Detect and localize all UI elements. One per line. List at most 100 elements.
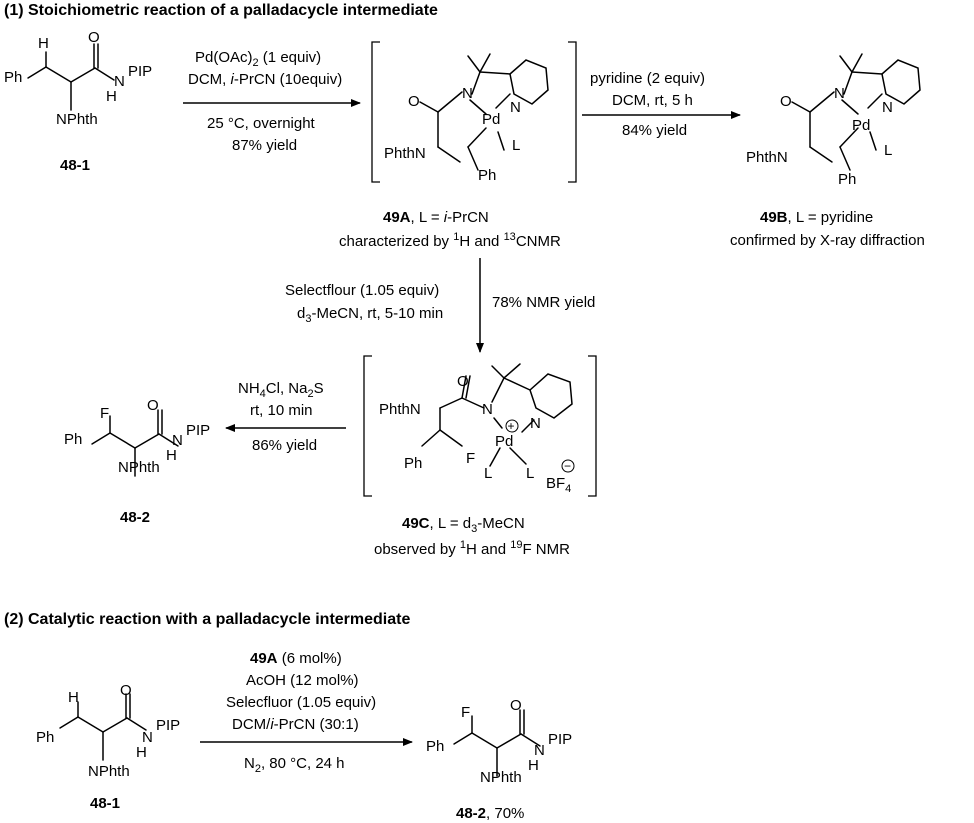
atom-label: Ph (64, 431, 82, 448)
step2-conditions-text: DCM, rt, 5 h (612, 92, 693, 109)
step1-conditions: Pd(OAc)2 (1 equiv) DCM, i-PrCN (10equiv)… (188, 49, 342, 154)
compound-label: 48-1 (90, 795, 120, 812)
step1-solvent-post: -PrCN (10equiv) (234, 71, 342, 88)
compound-label: 49B (760, 209, 788, 226)
atom-label: Ph (838, 171, 856, 188)
note-pre: characterized by (339, 233, 453, 250)
cond5-post: , 80 °C, 24 h (261, 755, 345, 772)
svg-text:49A, L = i-PrCN: 49A, L = i-PrCN (383, 209, 489, 226)
step1-solvent-it: i (231, 71, 235, 88)
ligand: , L = pyridine (788, 209, 874, 226)
step4-yield: 86% yield (252, 437, 317, 454)
ligand-it: i (444, 209, 448, 226)
atom-label: NPhth (88, 763, 130, 780)
svg-text:48-2, 70%: 48-2, 70% (456, 805, 524, 822)
compound-label: 48-2 (456, 805, 486, 822)
atom-label: H (528, 757, 539, 774)
atom-label: H (68, 689, 79, 706)
compound-48-1-bottom: H Ph O N H PIP NPhth 48-1 (36, 682, 180, 812)
sup: 13 (504, 231, 516, 243)
compound-label: 49C (402, 515, 430, 532)
step3-solvent-pre: d (297, 305, 305, 322)
atom-label: PhthN (384, 145, 426, 162)
ligand-pre: , L = (411, 209, 444, 226)
cond1-bold: 49A (250, 650, 278, 667)
atom-label: PIP (156, 717, 180, 734)
atom-label: Ph (4, 69, 22, 86)
atom-label: O (510, 697, 522, 714)
part2-title: (2) Catalytic reaction with a palladacyc… (4, 611, 410, 628)
compound-48-1: H Ph O N H PIP NPhth 48-1 (4, 29, 152, 174)
compound-49B: O N N Pd L PhthN Ph 49B, L = pyridine co… (730, 53, 925, 249)
step4-b-sub: 2 (307, 388, 313, 400)
note-post: CNMR (516, 233, 561, 250)
atom-label: Ph (404, 455, 422, 472)
svg-text:49A (6 mol%): 49A (6 mol%) (250, 650, 342, 667)
atom-label: L (526, 465, 534, 482)
svg-text:Pd(OAc)2 (1 equiv): Pd(OAc)2 (1 equiv) (195, 49, 321, 69)
atom-label: N (882, 99, 893, 116)
bracket-left (363, 355, 372, 497)
atom-label: PIP (186, 422, 210, 439)
step1-temp: 25 °C, overnight (207, 115, 316, 132)
step1-solvent-pre: DCM, (188, 71, 231, 88)
atom-label: F (466, 450, 475, 467)
atom-label: NPhth (118, 459, 160, 476)
note-pre: observed by (374, 541, 460, 558)
sup: 1 (453, 231, 459, 243)
step1-reagent-sub: 2 (253, 57, 259, 69)
atom-label: H (106, 88, 117, 105)
negative-charge (561, 459, 575, 473)
atom-label: PIP (548, 731, 572, 748)
atom-label: PhthN (746, 149, 788, 166)
cond4-pre: DCM/ (232, 716, 271, 733)
sup: 1 (460, 539, 466, 551)
svg-text:observed by 1H and 19F NMR: observed by 1H and 19F NMR (374, 539, 570, 558)
step4-conditions-text: rt, 10 min (250, 402, 313, 419)
svg-text:NH4Cl, Na2S: NH4Cl, Na2S (238, 380, 324, 400)
compound-label: 48-2 (120, 509, 150, 526)
step1-reagent: Pd(OAc) (195, 49, 253, 66)
atom-label: O (408, 93, 420, 110)
atom-label: Pd (495, 433, 513, 450)
counterion-sub: 4 (565, 483, 571, 495)
svg-text:49B, L = pyridine: 49B, L = pyridine (760, 209, 873, 226)
step3-conditions: Selectflour (1.05 equiv) d3-MeCN, rt, 5-… (285, 282, 595, 325)
cond4-post: -PrCN (30:1) (274, 716, 359, 733)
atom-label: O (780, 93, 792, 110)
svg-text:49C, L = d3-MeCN: 49C, L = d3-MeCN (402, 515, 525, 535)
charge-minus: − (564, 459, 571, 473)
atom-label: N (172, 432, 183, 449)
bracket-right (588, 355, 597, 497)
atom-label: N (462, 85, 473, 102)
ligand-post: -MeCN (477, 515, 525, 532)
svg-text:N2, 80 °C, 24 h: N2, 80 °C, 24 h (244, 755, 345, 775)
step3-solvent-sub: 3 (305, 313, 311, 325)
atom-label: Pd (482, 111, 500, 128)
atom-label: O (120, 682, 132, 699)
cond3: Selecfluor (1.05 equiv) (226, 694, 376, 711)
atom-label: H (38, 35, 49, 52)
note: confirmed by X-ray diffraction (730, 232, 925, 249)
atom-label: Ph (478, 167, 496, 184)
charge-plus: + (508, 419, 515, 433)
compound-48-2-bottom: F Ph O N H PIP NPhth 48-2, 70% (426, 697, 572, 822)
svg-text:BF4: BF4 (546, 475, 571, 495)
ligand-pre: , L = d (430, 515, 472, 532)
compound-49A: O N N Pd L PhthN Ph 49A, L = i-PrCN char… (339, 41, 577, 250)
bracket-right (568, 41, 577, 183)
atom-label: L (484, 465, 492, 482)
compound-label: 49A (383, 209, 411, 226)
atom-label: O (147, 397, 159, 414)
svg-text:characterized by 1H and 13CNMR: characterized by 1H and 13CNMR (339, 231, 561, 250)
atom-label: N (114, 73, 125, 90)
step4-c: S (314, 380, 324, 397)
atom-label: PhthN (379, 401, 421, 418)
atom-label: NPhth (56, 111, 98, 128)
note-post: F NMR (522, 541, 570, 558)
cond4-it: i (270, 716, 274, 733)
atom-label: N (510, 99, 521, 116)
bracket-left (371, 41, 380, 183)
compound-49C: O PhthN N N + Pd Ph F L L − BF4 49C, L =… (363, 355, 597, 558)
